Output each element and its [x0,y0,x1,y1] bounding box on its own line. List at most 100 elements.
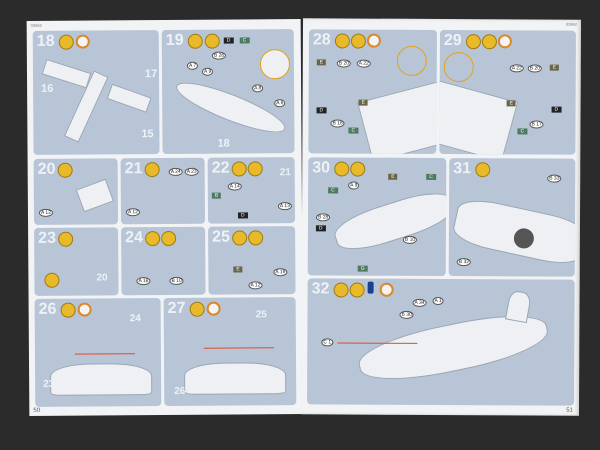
color-flag: C [328,187,338,194]
step-number: 29 [443,32,462,50]
part-callout: B 17 [529,120,544,129]
part-callout: C 1 [321,338,334,347]
part-callout: A 24 [168,167,183,176]
step-26-panel: 26 24 23 [34,298,162,407]
assembly-arrow [337,342,418,344]
clock-icon [379,282,394,297]
color-flag: C [239,37,250,44]
engine-part [75,178,115,213]
color-flag: C [348,127,359,134]
part-number: 23 [43,378,55,390]
glue-icon [58,231,74,247]
step-32-panel: 32 A 34 A 1 B 30 C 1 [307,278,575,406]
part-callout: A 9 [201,67,214,76]
step-20-panel: 20 A 12 [33,158,119,225]
color-flag: E [506,100,516,107]
step-number: 25 [212,228,230,246]
paint-icon [161,230,177,247]
assembly-arrow [203,347,274,349]
glue-icon [187,33,203,49]
part-callout: B 28 [315,213,331,222]
step-27-panel: 27 25 26 [163,297,297,407]
step-number: 20 [37,160,56,178]
color-flag: B [211,192,222,199]
part-number: 20 [96,272,108,284]
part-number: 21 [279,167,291,179]
color-flag: E [358,99,368,106]
step-number: 30 [312,159,331,177]
part-callout: A 34 [412,298,427,307]
step-number: 21 [124,160,143,178]
part-callout: A 12 [248,281,263,290]
detail-callout [443,52,474,83]
step-number: 23 [38,229,56,247]
paint-icon [247,161,263,177]
step-24-panel: 24 A 16 B 10 [121,226,206,296]
part-callout: B 20 [336,59,352,68]
wing-underside [184,362,287,395]
aircraft-body [330,185,447,258]
step-28-panel: 28 E D E C B 20 A 22 B 16 [308,29,437,154]
part-callout: A 6 [274,99,286,108]
part-callout: A 12 [125,208,141,217]
part-callout: A 1 [432,296,444,306]
wing-part [106,83,152,113]
kit-code: 03962 [565,21,578,27]
glue-icon [57,162,73,178]
step-30-panel: 30 C E C D G A 9 B 28 B 10 [307,157,447,277]
part-number: 18 [217,137,230,150]
part-callout: A 16 [136,277,151,286]
part-callout: B 32 [456,258,472,267]
wing-assembly [171,73,290,142]
color-flag: D [315,225,326,232]
step-number: 22 [211,159,230,177]
page-number: 50 [33,407,41,414]
part-callout: B 26 [211,51,227,60]
part-callout: A 22 [509,64,524,73]
part-number: 26 [174,385,186,397]
paint-icon [481,34,497,50]
step-19-panel: 19 D C B 26 A 7 A 9 A 8 A 6 18 [161,29,295,155]
step-number: 32 [311,280,330,298]
glue-icon [144,162,160,178]
part-callout: A 22 [356,59,371,68]
detail-callout [396,45,427,76]
paint-bottle-icon [367,281,374,294]
part-number: 25 [255,309,267,321]
color-flag: E [549,64,560,71]
part-number: 15 [141,128,154,141]
glue-icon [60,302,76,318]
part-number: 16 [41,82,54,95]
glue-icon [232,230,248,246]
color-flag: C [517,128,528,135]
part-callout: A 14 [227,182,242,191]
step-number: 24 [125,229,143,247]
part-callout: A 13 [277,202,292,211]
part-callout: B 33 [547,174,562,183]
left-page: 03962 18 16 17 15 19 D C B 26 A 7 A 9 A … [26,19,304,416]
color-flag: D [237,212,248,219]
fuselage-part [439,80,519,155]
kit-code: 03962 [30,22,42,28]
color-flag: D [223,37,234,44]
color-flag: D [551,106,562,113]
step-number: 26 [38,300,57,318]
part-callout: B 10 [169,276,184,285]
part-number: 17 [144,68,158,81]
fuselage-part [357,79,437,154]
clock-icon [497,34,512,49]
glue-icon [231,161,247,177]
color-flag: E [316,59,327,66]
step-18-panel: 18 16 17 15 [32,30,160,155]
part-callout: B 16 [330,119,345,128]
glue-icon [145,231,161,247]
paint-icon [350,33,366,49]
color-flag: E [388,173,398,180]
detail-callout [259,49,291,80]
step-number: 27 [167,299,186,317]
wing-underside [50,363,153,396]
part-callout: A 9 [348,181,360,190]
glue-icon [475,162,491,178]
part-callout: A 12 [38,208,54,217]
step-23-panel: 23 20 [34,227,119,296]
